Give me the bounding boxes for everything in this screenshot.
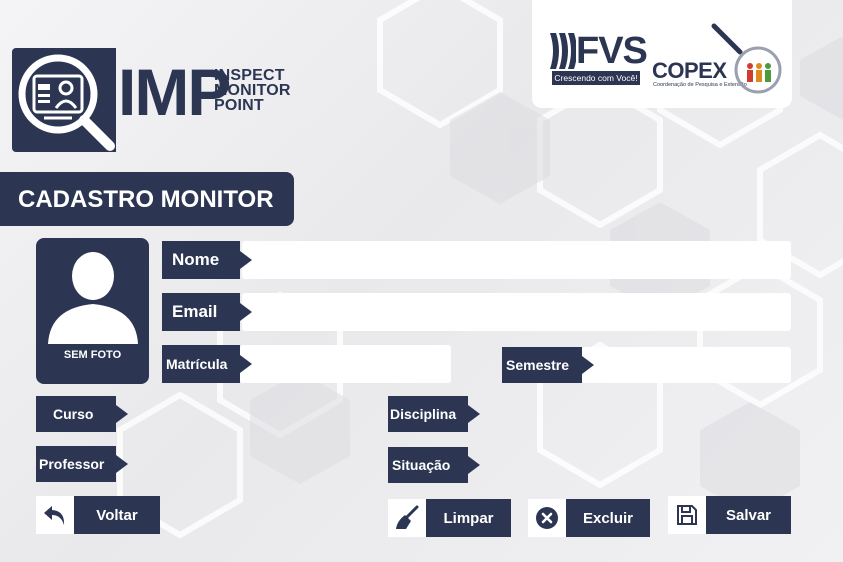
email-label: Email: [162, 293, 252, 331]
photo-label: SEM FOTO: [63, 349, 122, 361]
disciplina-field[interactable]: Disciplina: [388, 396, 480, 432]
logo-letters: IMP: [118, 55, 231, 129]
nome-input[interactable]: [242, 241, 791, 279]
situacao-label: Situação: [388, 447, 480, 483]
logo-line-3: POINT: [214, 97, 264, 114]
copex-magnifier-icon: [711, 23, 782, 94]
voltar-button[interactable]: Voltar: [36, 496, 160, 534]
partner-logos: FVS Crescendo com Você! COPEX Coordenaçã…: [532, 0, 792, 108]
limpar-button[interactable]: Limpar: [388, 499, 511, 537]
logo-subtitle: INSPECT MONITOR POINT: [214, 67, 291, 114]
broom-icon: [388, 499, 426, 537]
fvs-tagline: Crescendo com Você!: [552, 71, 640, 85]
excluir-label: Excluir: [582, 509, 634, 527]
email-input[interactable]: [242, 293, 791, 331]
salvar-button[interactable]: Salvar: [668, 496, 791, 534]
curso-label: Curso: [36, 396, 128, 432]
nome-field: Nome: [162, 241, 791, 279]
semestre-label: Semestre: [502, 347, 594, 383]
copex-name: COPEX: [652, 58, 727, 83]
fvs-name: FVS: [576, 30, 648, 72]
delete-circle-icon: [528, 499, 566, 537]
disciplina-label: Disciplina: [388, 396, 480, 432]
salvar-label: Salvar: [725, 506, 772, 524]
magnifier-monitor-icon: [12, 48, 116, 152]
matricula-field: Matrícula: [162, 345, 451, 383]
back-arrow-icon: [36, 496, 74, 534]
voltar-label: Voltar: [96, 506, 138, 524]
photo-placeholder[interactable]: SEM FOTO: [36, 238, 149, 384]
imp-logo: IMP INSPECT MONITOR POINT: [12, 46, 302, 152]
fvs-stripes-icon: [550, 33, 576, 69]
situacao-field[interactable]: Situação: [388, 447, 480, 483]
logo-line-2: MONITOR: [214, 82, 291, 99]
copex-subtitle: Coordenação de Pesquisa e Extensão: [653, 82, 747, 88]
excluir-button[interactable]: Excluir: [528, 499, 650, 537]
page-title: CADASTRO MONITOR: [18, 186, 274, 213]
logo-line-1: INSPECT: [214, 67, 285, 84]
professor-field[interactable]: Professor: [36, 446, 128, 482]
semestre-input[interactable]: [582, 347, 791, 383]
fvs-logo: FVS Crescendo com Você!: [550, 30, 648, 85]
matricula-input[interactable]: [240, 345, 451, 383]
email-field: Email: [162, 293, 791, 331]
matricula-label: Matrícula: [162, 345, 252, 383]
semestre-field: Semestre: [502, 347, 791, 383]
nome-label: Nome: [162, 241, 252, 279]
curso-field[interactable]: Curso: [36, 396, 128, 432]
avatar-icon: [48, 252, 138, 344]
page-title-banner: CADASTRO MONITOR: [0, 172, 294, 226]
floppy-disk-icon: [668, 496, 706, 534]
professor-label: Professor: [36, 446, 128, 482]
limpar-label: Limpar: [443, 509, 494, 527]
